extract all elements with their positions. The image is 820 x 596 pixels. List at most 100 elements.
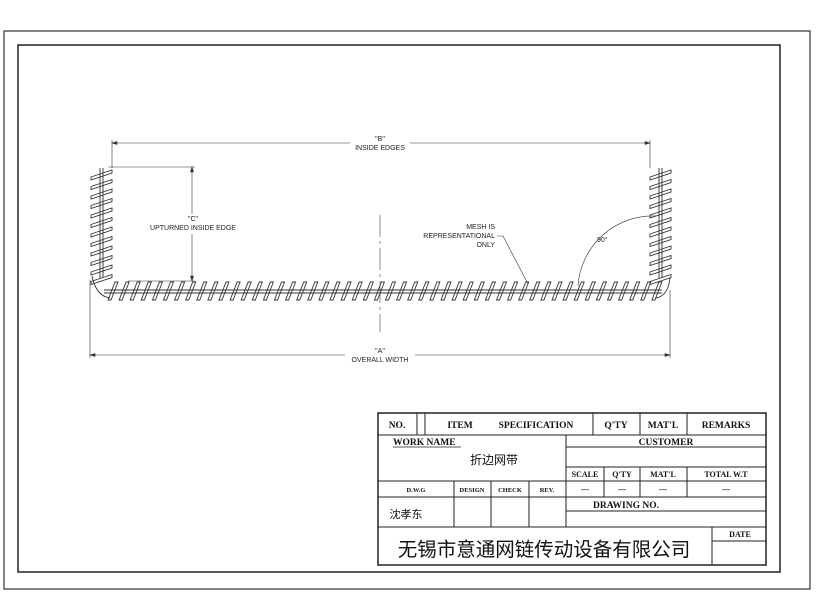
title-block [377,412,767,566]
mesh-side-coil [90,178,113,191]
note-leader [497,235,529,285]
mesh-coil [629,281,641,301]
mesh-coil [395,281,408,301]
mesh-coil [429,281,441,301]
mesh-side-coil [649,235,672,248]
drawing-no-label: DRAWING NO. [593,501,659,511]
mesh-coil [240,281,252,301]
mesh-side-rod [99,168,104,278]
mesh-coil [473,281,485,301]
mesh-coil [329,281,341,301]
mesh-side-coil [90,273,113,286]
mesh-coil [540,281,552,301]
qty-value: — [617,485,627,494]
header-remarks: REMARKS [702,421,751,431]
mesh-side-rod [658,168,663,278]
dim-a-label: "A" [375,348,385,355]
mesh-side-coil [90,264,113,276]
mesh-side-coil [90,254,113,267]
scale-label: SCALE [572,470,599,479]
mesh-coil [207,281,219,301]
mesh-coil [140,281,152,301]
total-wt-value: — [721,485,731,494]
header-item: ITEM [447,421,472,431]
mesh-coil [451,281,463,301]
mesh-coil [518,281,530,301]
inner-frame [17,44,781,573]
mesh-coil [307,281,319,301]
mesh-coil [362,281,374,301]
date-label: DATE [729,530,751,539]
mesh-side-coil [649,264,672,276]
mesh-corner [91,275,671,299]
mesh-coil [617,281,630,301]
mesh-coil [373,281,386,301]
mesh-coil [107,281,119,301]
total-wt-label: TOTAL W.T [704,470,748,479]
angle-label: 90° [597,236,608,244]
mesh-coil [196,281,208,301]
mesh-side-coil [649,188,672,200]
mesh-side-coil [649,169,672,181]
header-specification: SPECIFICATION [499,421,574,431]
mesh-coil [584,281,596,301]
mesh-coil [573,281,585,301]
mesh-side-coil [90,197,113,210]
note-line-3: ONLY [476,242,495,249]
mesh-coil [551,281,563,301]
mesh-coil [529,281,541,301]
mesh-connector-rod [104,289,662,294]
mesh-coil [384,281,397,301]
mesh-coil [296,281,308,301]
mesh-coil [318,281,330,301]
mesh-side-coil [90,169,113,181]
mesh-side-coil [90,216,113,229]
mesh-side-coil [649,207,672,219]
header-no: NO. [389,421,406,431]
mesh-coil [151,281,164,301]
drawer-name: 沈孝东 [390,507,423,521]
company-name: 无锡市意通网链传动设备有限公司 [398,538,691,561]
work-name-label: WORK NAME [393,438,456,448]
mesh-coil [351,281,363,301]
note-line-1: MESH IS [466,224,495,231]
mesh-coil [129,281,141,301]
mesh-coil [407,281,419,301]
mesh-coil [284,281,297,301]
work-name: 折边网带 [470,452,518,467]
mesh-coil [640,281,652,301]
mesh-coil [273,281,286,301]
header-matl: MAT'L [648,421,678,431]
note-line-2: REPRESENTATIONAL [423,233,495,240]
mesh-coil [495,281,508,301]
mesh-coil [595,281,608,301]
dim-b-text: INSIDE EDGES [355,145,405,152]
mesh-coil [562,281,574,301]
mesh-side-coil [90,235,113,248]
mesh-coil [506,281,519,301]
dim-c-text: UPTURNED INSIDE EDGE [150,225,236,232]
mesh-coil [484,281,497,301]
mesh-side-coil [649,245,672,257]
customer-label: CUSTOMER [639,438,694,448]
mesh-coil [229,281,241,301]
mesh-coil [185,281,197,301]
mesh-side-coil [90,188,113,200]
angle-arc [577,215,657,287]
mesh-coil [418,281,430,301]
outer-frame [3,30,811,590]
mesh-belt [90,168,672,301]
mesh-coil [118,281,130,301]
mesh-side-coil [90,207,113,219]
dimension-c [108,165,195,283]
mesh-side-coil [649,226,672,238]
mesh-coil [251,281,263,301]
mesh-coil [440,281,452,301]
mesh-coil [651,281,663,301]
matl-label: MAT'L [650,470,676,479]
dwg-label: D.W.G [407,487,426,494]
matl-value: — [658,485,668,494]
mesh-coil [462,281,474,301]
mesh-coil [262,281,275,301]
